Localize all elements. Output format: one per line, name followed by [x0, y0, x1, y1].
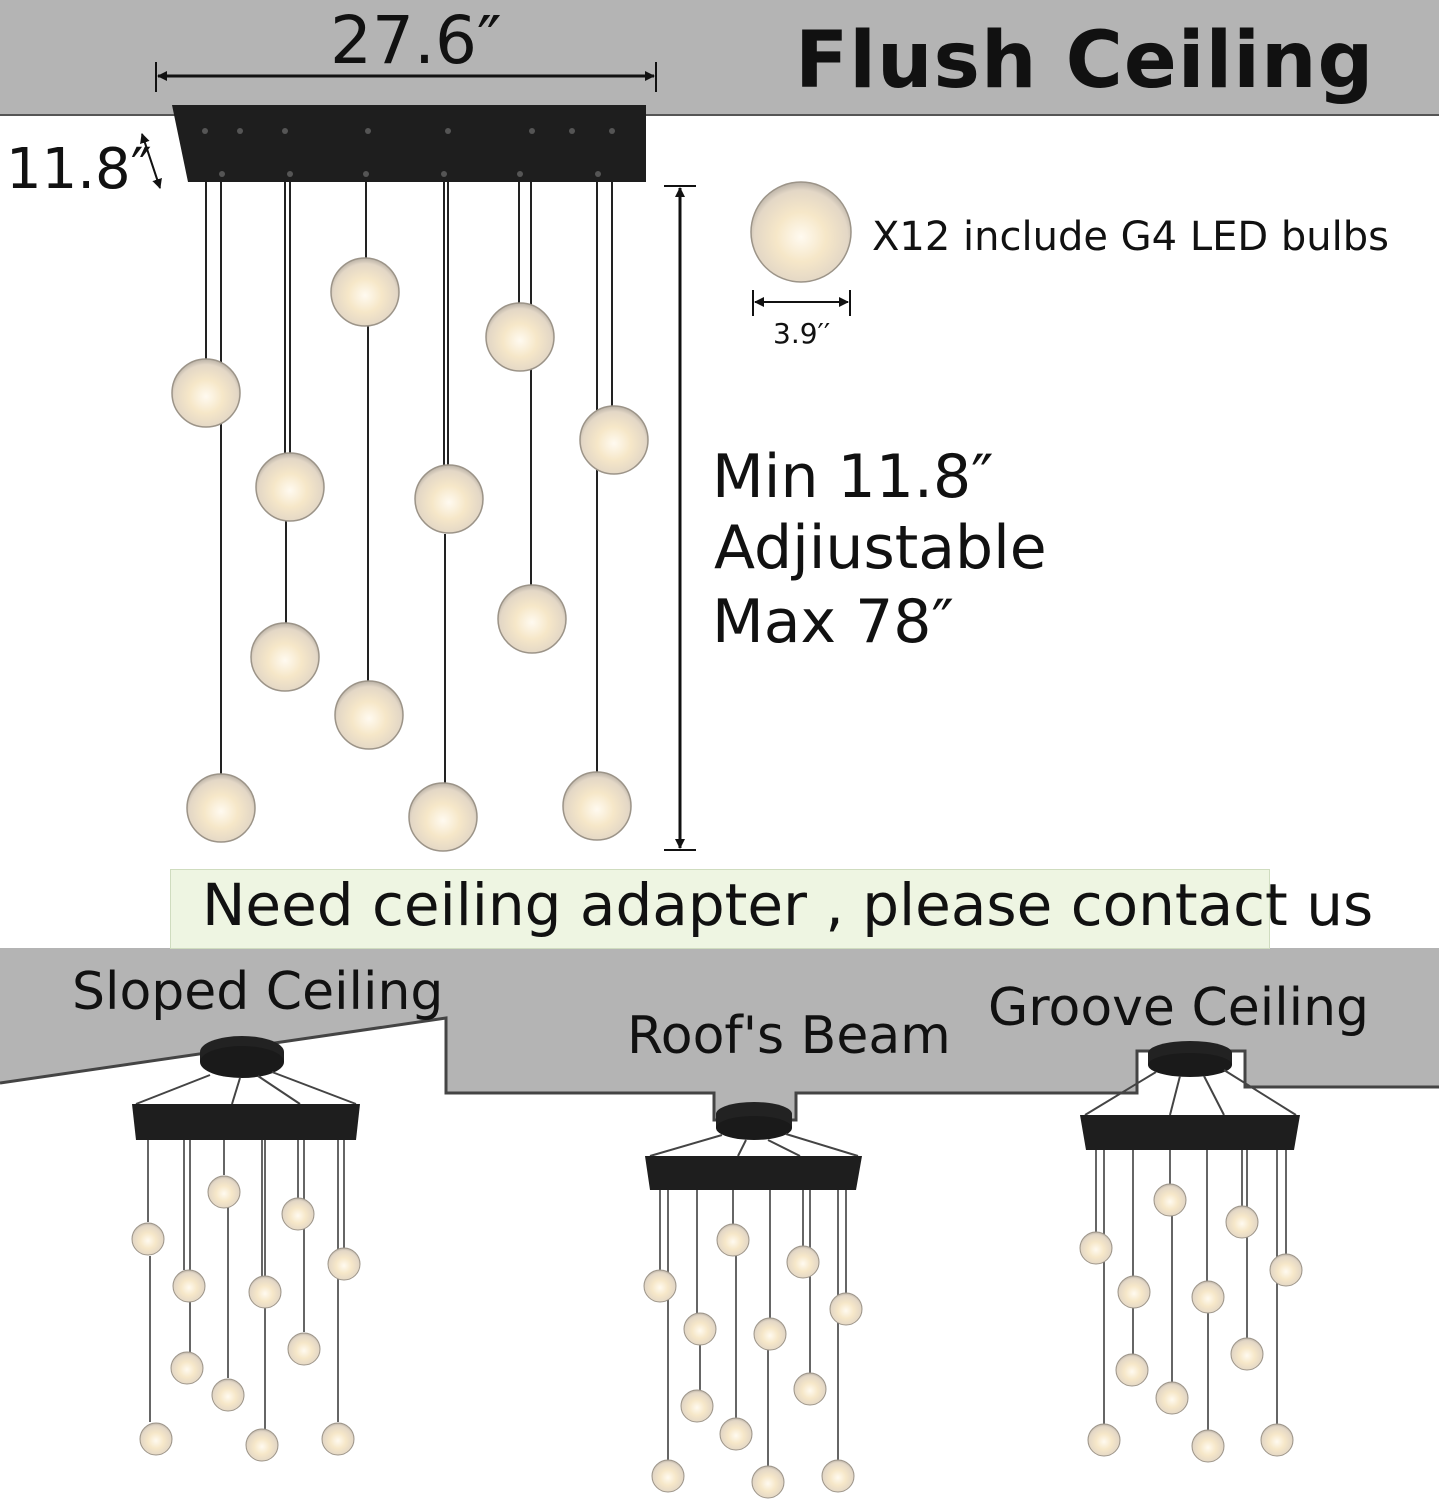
globe [793, 1372, 827, 1406]
globe [207, 1175, 241, 1209]
notice-banner [170, 869, 1270, 949]
sloped-ceiling-label: Sloped Ceiling [72, 962, 444, 1022]
notice-text: Need ceiling adapter , please contact us [202, 871, 1374, 939]
globe [485, 302, 555, 372]
globe [131, 1222, 165, 1256]
globe [334, 680, 404, 750]
globe [172, 1269, 206, 1303]
globe [497, 584, 567, 654]
globe [414, 464, 484, 534]
globe [1225, 1205, 1259, 1239]
height-min-label: Min 11.8″ [712, 442, 994, 512]
roofs-beam-label: Roof's Beam [627, 1006, 951, 1066]
flush-ceiling-band [0, 0, 1439, 115]
globe [1155, 1381, 1189, 1415]
globe [1153, 1183, 1187, 1217]
globe [1115, 1353, 1149, 1387]
lower-ceiling-band [0, 948, 1439, 1120]
globe [651, 1459, 685, 1493]
globe [751, 1465, 785, 1499]
globe [330, 257, 400, 327]
globe [1087, 1423, 1121, 1457]
globe [1191, 1280, 1225, 1314]
main-pendant-cords [205, 182, 613, 784]
depth-dimension-arrow [140, 133, 162, 189]
globe [408, 782, 478, 852]
width-label: 27.6″ [330, 2, 502, 79]
globe [250, 622, 320, 692]
globe [579, 405, 649, 475]
globe [719, 1417, 753, 1451]
groove-ceiling-label: Groove Ceiling [988, 978, 1370, 1038]
globe [186, 773, 256, 843]
sample-bulb [750, 181, 852, 283]
title: Flush Ceiling [795, 16, 1375, 106]
globe [170, 1351, 204, 1385]
globe [248, 1275, 282, 1309]
globe [1260, 1423, 1294, 1457]
globe [211, 1378, 245, 1412]
globe [139, 1422, 173, 1456]
globe [321, 1422, 355, 1456]
globe [680, 1389, 714, 1423]
globe [683, 1312, 717, 1346]
globe [1191, 1429, 1225, 1463]
bulb-info-label: X12 include G4 LED bulbs [872, 214, 1389, 260]
main-globes [171, 257, 649, 852]
height-max-label: Max 78″ [712, 587, 954, 657]
globe [1117, 1275, 1151, 1309]
globe [753, 1317, 787, 1351]
globe [327, 1247, 361, 1281]
groove-fixture [1079, 1041, 1303, 1463]
globe [562, 771, 632, 841]
globe [281, 1197, 315, 1231]
globe [716, 1223, 750, 1257]
globe [1079, 1231, 1113, 1265]
beam-fixture [643, 1102, 863, 1499]
lower-ceiling-edge [0, 1016, 1439, 1122]
globe [255, 452, 325, 522]
globe [1269, 1253, 1303, 1287]
main-canopy [172, 105, 646, 182]
depth-label: 11.8″ [6, 137, 152, 202]
globe [643, 1269, 677, 1303]
globe [786, 1245, 820, 1279]
globe [287, 1332, 321, 1366]
globe [1230, 1337, 1264, 1371]
globe [171, 358, 241, 428]
globe [245, 1428, 279, 1462]
sloped-ceiling-fixture [131, 1036, 361, 1462]
bulb-diameter-label: 3.9′′ [773, 317, 831, 350]
globe [821, 1459, 855, 1493]
globe [829, 1292, 863, 1326]
height-adjustable-label: Adjiustable [714, 513, 1047, 583]
